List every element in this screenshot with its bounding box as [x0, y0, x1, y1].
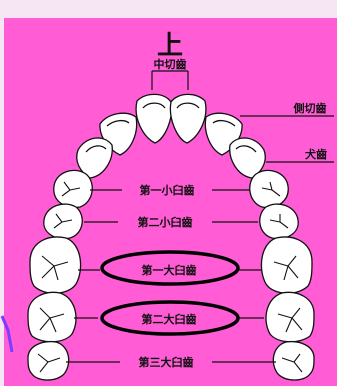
label-lateral-incisor: 側切齒 [293, 101, 327, 115]
second-molar-highlight [100, 300, 240, 336]
label-canine: 犬齒 [305, 147, 327, 161]
label-first-molar: 第一大臼齒 [142, 263, 197, 277]
label-third-molar: 第三大臼齒 [139, 355, 194, 369]
third-molar-left [27, 340, 70, 381]
label-central-incisor: 中切齒 [154, 57, 187, 71]
third-molar-right [272, 340, 315, 381]
label-second-molar: 第二大臼齒 [142, 312, 197, 326]
canine-left [76, 137, 113, 179]
label-second-premolar: 第二小臼齒 [138, 215, 193, 229]
central-incisor-right [169, 93, 207, 144]
canine-right [229, 137, 266, 179]
direction-label: 上 [157, 31, 183, 61]
decorative-stroke [0, 315, 14, 353]
central-incisor-left [135, 93, 173, 144]
label-first-premolar: 第一小臼齒 [140, 183, 195, 197]
first-molar-highlight [100, 250, 240, 286]
